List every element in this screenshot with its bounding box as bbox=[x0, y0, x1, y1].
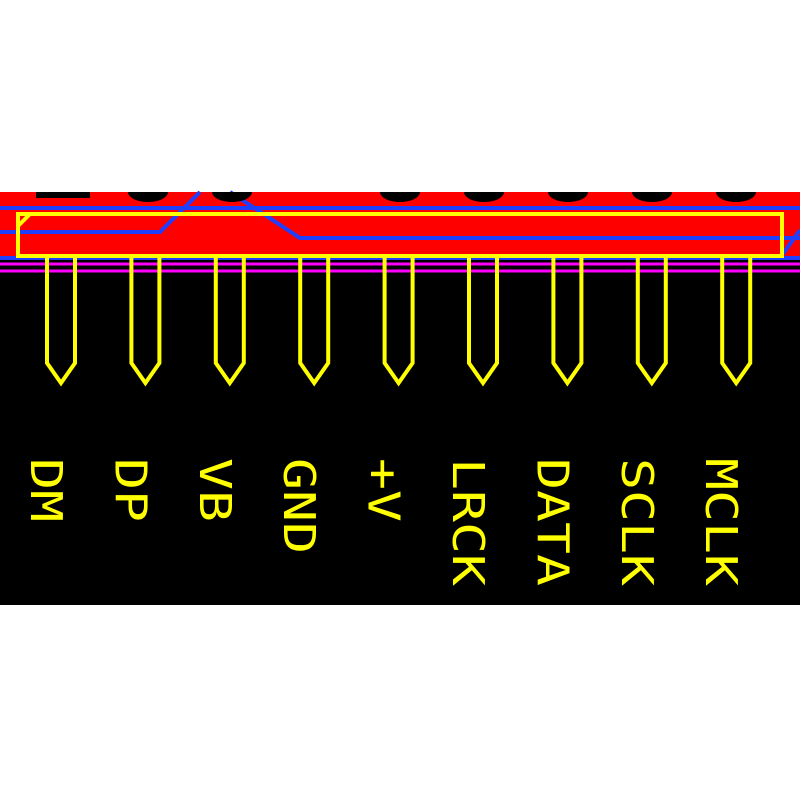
pin-label: MCLK bbox=[695, 458, 746, 587]
pad-tops bbox=[36, 192, 756, 202]
pin-lead bbox=[720, 256, 753, 387]
pin-label: VB bbox=[189, 458, 240, 522]
pin-leads bbox=[45, 256, 753, 387]
pin-lead bbox=[213, 256, 246, 387]
pin-label: DP bbox=[104, 458, 155, 522]
pin-label: GND bbox=[273, 458, 324, 554]
pin-lead bbox=[45, 256, 77, 387]
pin-lead bbox=[129, 256, 162, 387]
pin-lead bbox=[635, 256, 668, 387]
copper-pour bbox=[0, 192, 800, 260]
header-chamfer bbox=[16, 212, 32, 228]
pin-label: DM bbox=[20, 458, 71, 522]
pin-label: DATA bbox=[526, 458, 577, 586]
header-body-outline bbox=[16, 212, 784, 258]
pin-lead bbox=[551, 256, 584, 387]
pin-label: SCLK bbox=[611, 458, 662, 587]
pin-label: LRCK bbox=[442, 458, 493, 587]
pin-lead bbox=[467, 256, 499, 387]
pin-label: +V bbox=[358, 458, 409, 522]
pin-labels: DM DP VB GND +V LRCK DATA SCLK MCLK bbox=[20, 458, 746, 587]
pin-lead bbox=[298, 256, 331, 387]
pin-lead bbox=[382, 256, 415, 387]
